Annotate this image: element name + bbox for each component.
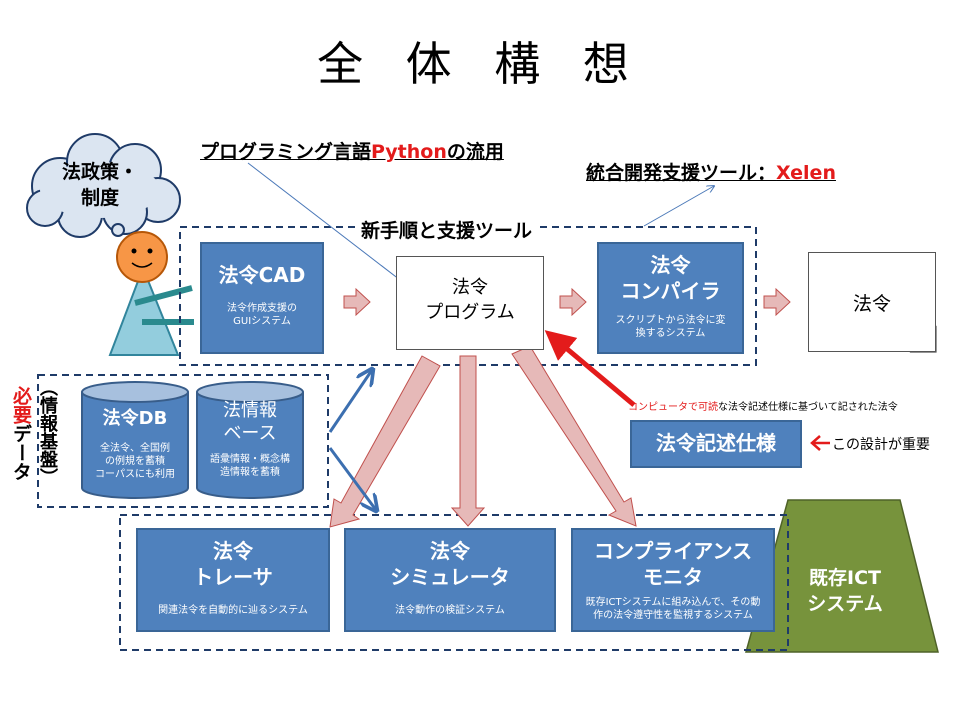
thought-cloud — [26, 133, 181, 247]
law-tracer-box: 法令 トレーサ 関連法令を自動的に辿るシステム — [136, 528, 330, 632]
law-compiler-sub: スクリプトから法令に変 換するシステム — [615, 315, 726, 339]
law-spec-box: 法令記述仕様 — [630, 420, 802, 468]
cylinder-law-kb — [196, 381, 304, 499]
data-link-arrows — [328, 370, 376, 510]
cylinder-law-db — [81, 381, 189, 499]
law-db-sub: 全法令、全国例 の例規を蓄積 コーパスにも利用 — [95, 443, 175, 480]
law-simulator-box: 法令 シミュレータ 法令動作の検証システム — [344, 528, 556, 632]
spec-note-black: な法令記述仕様に基づいて記された法令 — [718, 402, 898, 413]
flow-arrows — [343, 287, 791, 317]
law-compiler-title: 法令 コンパイラ — [620, 253, 721, 303]
law-kb-text: 法情報 ベース 語彙情報・概念構 造情報を蓄積 — [197, 400, 303, 479]
spec-arrow — [544, 330, 636, 407]
xelen-callout-arrow — [643, 186, 714, 227]
side-label-paren: （情報基盤） — [37, 378, 58, 486]
law-compiler-box: 法令 コンパイラ スクリプトから法令に変 換するシステム — [597, 242, 744, 354]
side-label-black: データ — [10, 424, 32, 481]
compliance-monitor-sub: 既存ICTシステムに組み込んで、その動 作の法令遵守性を監視するシステム — [585, 597, 761, 621]
law-kb-sub: 語彙情報・概念構 造情報を蓄積 — [210, 454, 290, 478]
law-tracer-title: 法令 トレーサ — [193, 539, 273, 589]
compliance-monitor-box: コンプライアンス モニタ 既存ICTシステムに組み込んで、その動 作の法令遵守性… — [571, 528, 775, 632]
law-program-box: 法令 プログラム — [396, 256, 544, 350]
group-systems — [119, 514, 789, 651]
law-simulator-sub: 法令動作の検証システム — [395, 605, 505, 616]
spec-note: コンピュータで可読な法令記述仕様に基づいて記された法令 — [628, 398, 898, 413]
python-note-prefix: プログラミング言語 — [200, 141, 372, 163]
law-tracer-sub: 関連法令を自動的に辿るシステム — [158, 605, 308, 616]
policy-bubble-text: 法政策・ 制度 — [61, 161, 138, 209]
compliance-monitor-title: コンプライアンス モニタ — [593, 539, 753, 589]
law-kb-title: 法情報 ベース — [223, 400, 277, 444]
law-cad-sub: 法令作成支援の GUIシステム — [227, 303, 297, 327]
law-spec-title: 法令記述仕様 — [656, 431, 776, 455]
law-cad-box: 法令CAD 法令作成支援の GUIシステム — [200, 242, 324, 354]
side-label-required: 必要データ — [8, 386, 35, 501]
xelen-note-prefix: 統合開発支援ツール： — [586, 162, 777, 184]
xelen-note-highlight: Xelen — [776, 162, 836, 184]
python-callout-arrow — [247, 162, 404, 283]
law-cad-title: 法令CAD — [218, 263, 306, 287]
python-note: プログラミング言語Pythonの流用 — [200, 137, 504, 164]
page-title: 全 体 構 想 — [317, 37, 643, 91]
python-note-suffix: の流用 — [446, 141, 504, 163]
group-label: 新手順と支援ツール — [355, 216, 539, 243]
law-simulator-title: 法令 シミュレータ — [390, 539, 510, 589]
program-to-systems-arrows — [329, 345, 637, 528]
xelen-note: 統合開発支援ツール：Xelen — [586, 158, 836, 185]
law-db-title: 法令DB — [102, 408, 168, 429]
spec-emphasis: この設計が重要 — [832, 437, 930, 453]
python-note-highlight: Python — [371, 141, 447, 163]
law-output-box: 法令 — [808, 252, 936, 352]
side-label-red: 必要 — [10, 386, 32, 424]
law-db-text: 法令DB 全法令、全国例 の例規を蓄積 コーパスにも利用 — [82, 404, 188, 481]
person-figure — [108, 231, 194, 356]
group-data — [37, 374, 329, 508]
spec-note-red: コンピュータで可読 — [628, 402, 718, 413]
ict-system-label: 既存ICT システム — [807, 567, 883, 615]
emphasis-arrow — [810, 435, 830, 451]
